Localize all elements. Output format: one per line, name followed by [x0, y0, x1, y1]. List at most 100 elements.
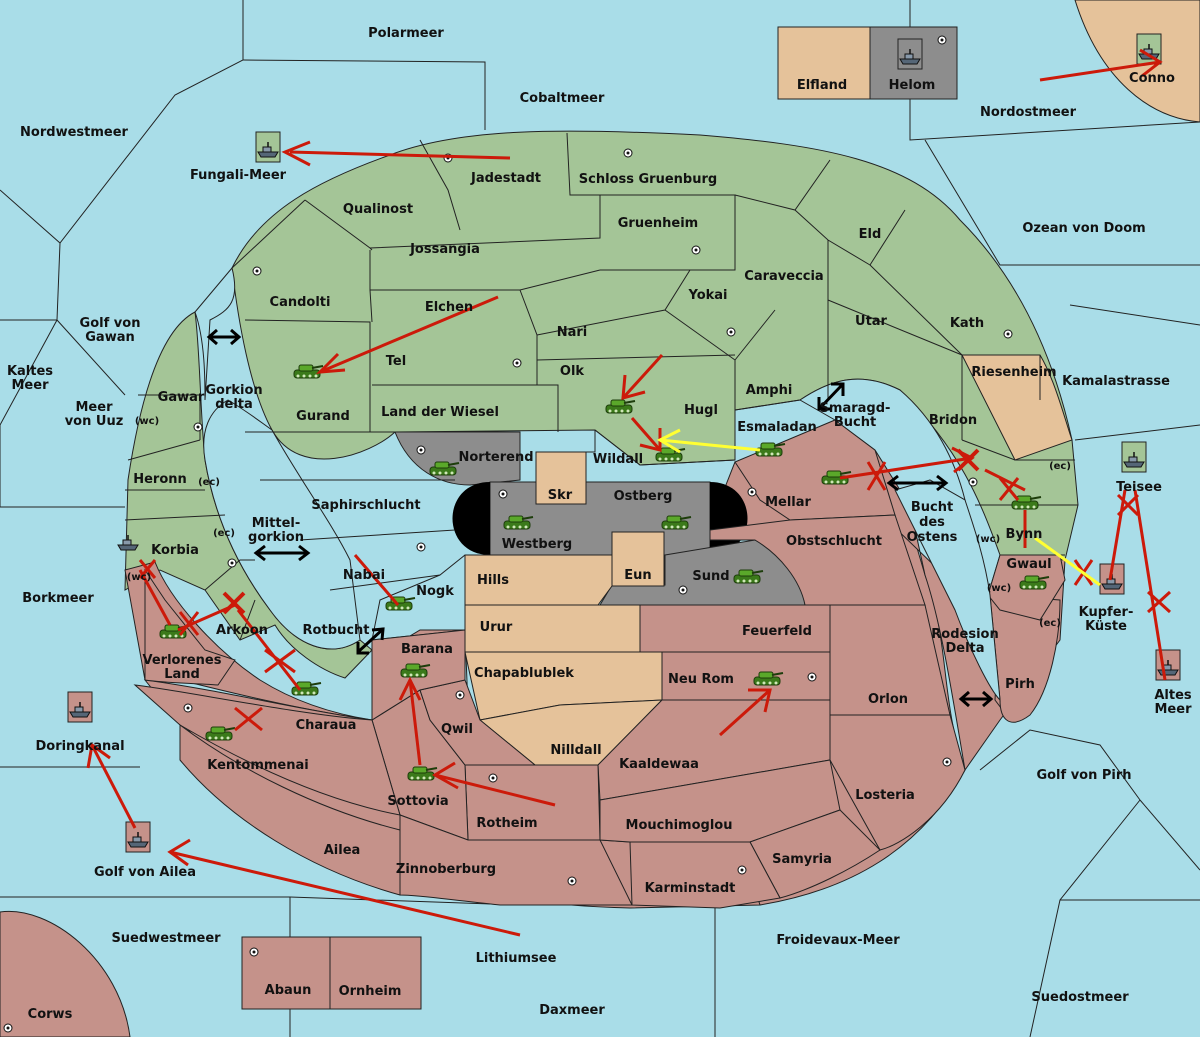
label-golf-von-gawan-1: Golf von: [80, 316, 141, 331]
supply-center-icon: [942, 757, 952, 767]
territory-ornheim[interactable]: [329, 936, 422, 1010]
coast-label-wc-6: (wc): [987, 583, 1011, 594]
label-skr: Skr: [548, 488, 573, 503]
label-schloss-gruenburg: Schloss Gruenburg: [579, 172, 717, 187]
label-pirh: Pirh: [1005, 677, 1035, 692]
territory-riesenheim[interactable]: [961, 354, 1073, 461]
label-meer-uuz-2: von Uuz: [65, 414, 124, 429]
label-elfland: Elfland: [797, 78, 847, 93]
supply-center-icon: [737, 865, 747, 875]
label-helom: Helom: [889, 78, 936, 93]
supply-center-icon: [249, 947, 259, 957]
region-north-green: [231, 130, 1079, 561]
coast-label-ec-2: (ec): [213, 528, 235, 539]
supply-center-icon: [183, 703, 193, 713]
label-smaragd-2: Bucht: [834, 415, 876, 430]
label-kamalastrasse: Kamalastrasse: [1062, 374, 1170, 389]
supply-center-icon: [512, 358, 522, 368]
territory-verlorenes-land[interactable]: [144, 568, 236, 686]
label-bucht-3: Ostens: [907, 530, 958, 545]
label-eun: Eun: [624, 568, 651, 583]
label-kupfer-2: Küste: [1085, 619, 1127, 634]
label-amphi: Amphi: [746, 383, 793, 398]
label-nilldall: Nilldall: [550, 743, 601, 758]
label-neu-rom: Neu Rom: [668, 672, 734, 687]
label-suedwestmeer: Suedwestmeer: [111, 931, 221, 946]
label-cobaltmeer: Cobaltmeer: [520, 91, 605, 106]
label-feuerfeld: Feuerfeld: [742, 624, 812, 639]
label-rotbucht: Rotbucht: [303, 623, 370, 638]
label-kaltes-2: Meer: [12, 378, 50, 393]
territory-hills[interactable]: [464, 554, 613, 606]
label-lithiumsee: Lithiumsee: [476, 951, 557, 966]
label-gorkion-1: Gorkion: [205, 383, 262, 398]
label-chapablublek: Chapablublek: [474, 666, 574, 681]
label-tel: Tel: [386, 354, 406, 369]
supply-center-icon: [416, 445, 426, 455]
label-rotheim: Rotheim: [476, 816, 537, 831]
label-nabai: Nabai: [343, 568, 385, 583]
label-kentommenai: Kentommenai: [207, 758, 308, 773]
territory-samyria[interactable]: [749, 809, 881, 899]
label-borkmeer: Borkmeer: [22, 591, 94, 606]
label-jadestadt: Jadestadt: [470, 171, 541, 186]
label-suedostmeer: Suedostmeer: [1031, 990, 1129, 1005]
label-obstschlucht: Obstschlucht: [786, 534, 882, 549]
label-samyria: Samyria: [772, 852, 832, 867]
supply-center-icon: [691, 245, 701, 255]
sea-mittelgorkion[interactable]: [203, 399, 361, 650]
territory-elfland[interactable]: [777, 26, 871, 100]
label-abaun: Abaun: [265, 983, 312, 998]
supply-center-icon: [567, 876, 577, 886]
label-gwaul: Gwaul: [1006, 557, 1051, 572]
label-losteria: Losteria: [855, 788, 915, 803]
label-gruenheim: Gruenheim: [618, 216, 698, 231]
supply-center-icon: [807, 672, 817, 682]
territory-eun[interactable]: [611, 531, 665, 587]
label-orlon: Orlon: [868, 692, 908, 707]
label-nogk: Nogk: [416, 584, 454, 599]
supply-centers: [3, 35, 1013, 1033]
supply-center-icon: [498, 489, 508, 499]
label-bynn: Bynn: [1006, 527, 1043, 542]
label-gorkion-2: delta: [215, 397, 253, 412]
territory-obstschlucht[interactable]: [709, 514, 926, 606]
label-golf-von-pirh: Golf von Pirh: [1036, 768, 1131, 783]
supply-center-icon: [252, 266, 262, 276]
supply-center-icon: [416, 542, 426, 552]
supply-center-icon: [747, 487, 757, 497]
label-arkoon: Arkoon: [216, 623, 268, 638]
territory-karminstadt[interactable]: [629, 841, 781, 909]
territory-corws[interactable]: [0, 910, 131, 1037]
territory-pirh[interactable]: [989, 594, 1061, 723]
sea-bucht-des-ostens[interactable]: [894, 479, 1001, 702]
label-ozean-von-doom: Ozean von Doom: [1022, 221, 1145, 236]
label-eld: Eld: [859, 227, 882, 242]
territory-labels: PolarmeerCobaltmeerNordwestmeerNordostme…: [7, 26, 1192, 1022]
golf-von-gawan-inlet: [194, 266, 236, 401]
label-gawar: Gawar: [158, 390, 205, 405]
label-nordwestmeer: Nordwestmeer: [20, 125, 128, 140]
label-hugl: Hugl: [684, 403, 718, 418]
supply-center-icon: [488, 773, 498, 783]
label-conno: Conno: [1129, 71, 1175, 86]
label-kaltes-1: Kaltes: [7, 364, 53, 379]
label-doringkanal: Doringkanal: [35, 739, 124, 754]
label-golf-von-gawan-2: Gawan: [85, 330, 134, 345]
label-froidevaux: Froidevaux-Meer: [776, 933, 900, 948]
label-olk: Olk: [560, 364, 585, 379]
label-zinnoberburg: Zinnoberburg: [396, 862, 496, 877]
label-ornheim: Ornheim: [339, 984, 402, 999]
label-rodesion-1: Rodesion: [931, 627, 998, 642]
supply-center-icon: [937, 35, 947, 45]
label-esmaladan: Esmaladan: [737, 420, 817, 435]
label-meer-uuz-1: Meer: [76, 400, 114, 415]
coast-label-wc-0: (wc): [135, 416, 159, 427]
label-kaaldewaa: Kaaldewaa: [619, 757, 699, 772]
label-mittel-1: Mittel-: [252, 516, 301, 531]
label-verlorenes-2: Land: [164, 667, 200, 682]
label-urur: Urur: [480, 620, 513, 635]
label-karminstadt: Karminstadt: [645, 881, 736, 896]
label-daxmeer: Daxmeer: [539, 1003, 605, 1018]
label-jossangia: Jossangia: [409, 242, 480, 257]
